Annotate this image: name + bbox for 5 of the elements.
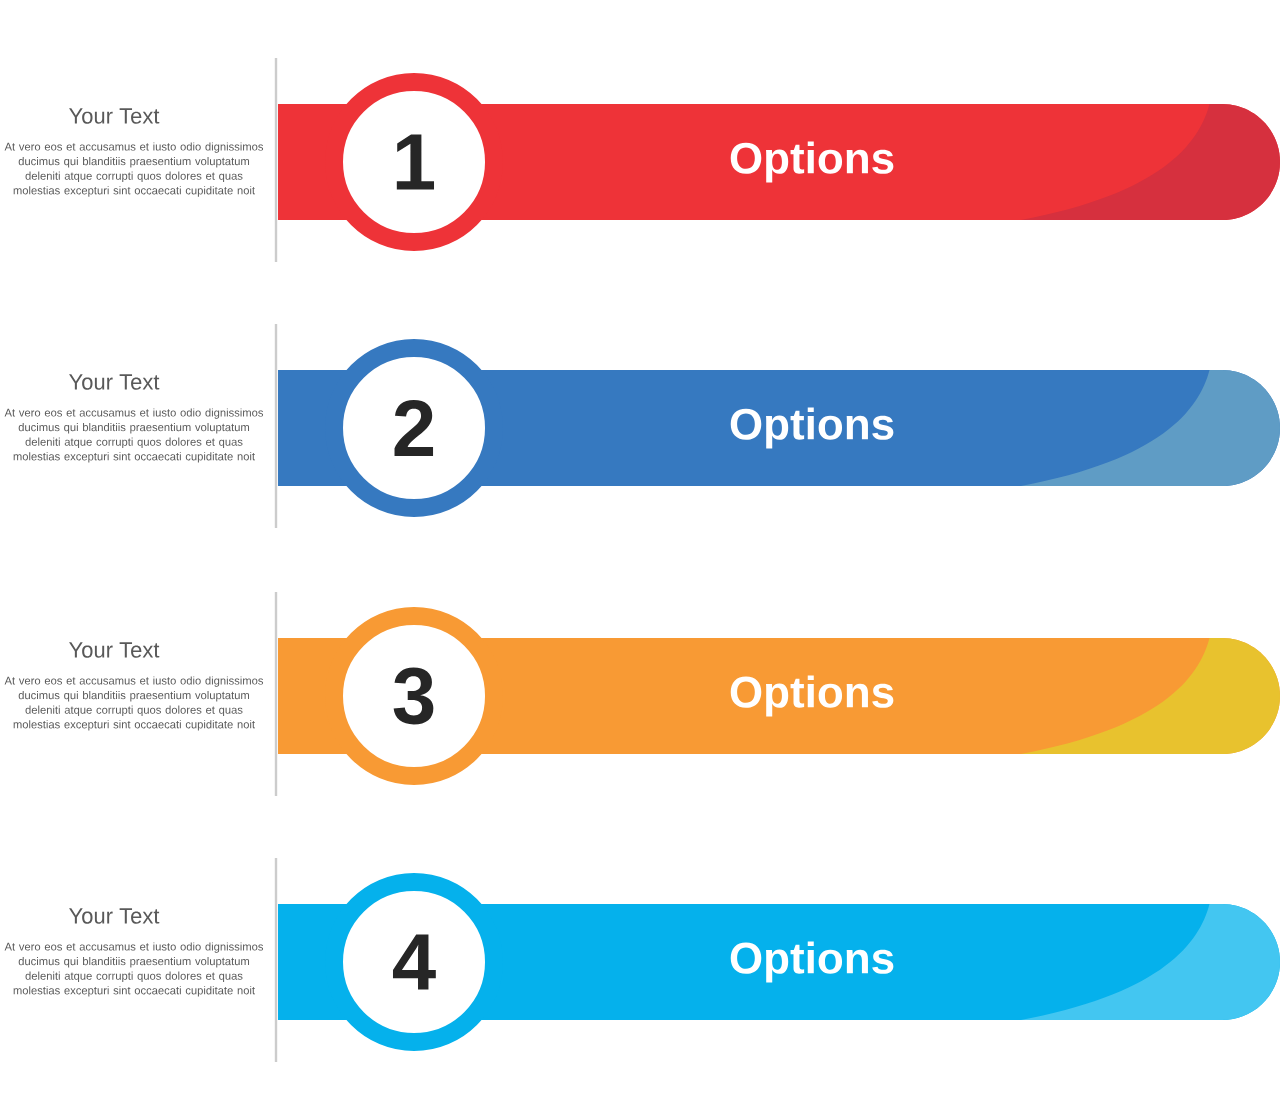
heading: Your Text <box>69 108 160 124</box>
heading: Your Text <box>69 642 160 658</box>
heading: Your Text <box>69 908 160 924</box>
heading: Your Text <box>69 374 160 390</box>
node-label: 4 <box>392 934 436 990</box>
